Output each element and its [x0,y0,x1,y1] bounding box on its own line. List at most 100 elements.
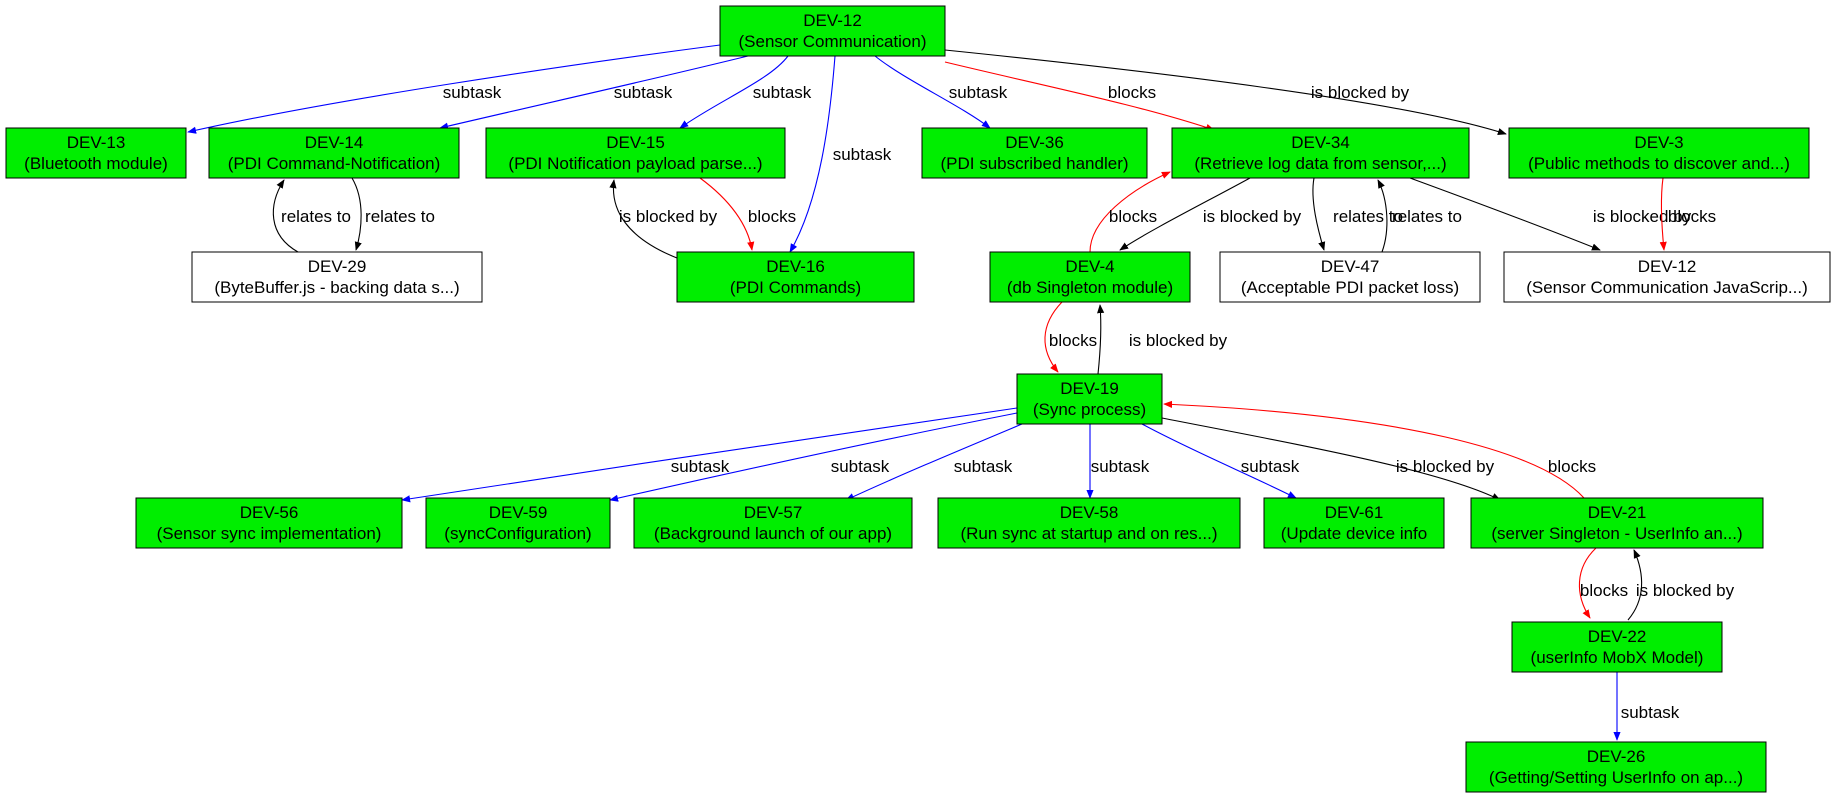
issue-node-dev-13[interactable]: DEV-13(Bluetooth module) [5,127,187,179]
issue-title: (Bluetooth module) [24,154,168,173]
issue-node-dev-22[interactable]: DEV-22 (userInfo MobX Model) [1511,621,1723,673]
edge-label: subtask [1621,703,1680,722]
issue-key: DEV-22 [1588,627,1647,646]
issue-node-box[interactable] [719,5,946,57]
issue-node-dev-21[interactable]: DEV-21(server Singleton - UserInfo an...… [1470,497,1764,549]
issue-node-box[interactable] [5,127,187,179]
edge-is-blocked-by-n19-n21: is blocked by [1161,417,1501,501]
edge-relates-to-n29-n14: relates to [272,179,351,253]
edge-label: relates to [365,207,435,226]
issue-node-dev-12[interactable]: DEV-12(Sensor Communication) [719,5,946,57]
issue-node-box[interactable] [1016,373,1163,425]
issue-node-dev-59[interactable]: DEV-59(syncConfiguration) [425,497,611,549]
nodes-layer: DEV-12(Sensor Communication) DEV-13(Bluet… [5,5,1831,793]
issue-node-box[interactable] [1465,741,1767,793]
edge-label: is blocked by [1129,331,1228,350]
issue-key: DEV-29 [308,257,367,276]
issue-node-dev-61[interactable]: DEV-61(Update device info [1263,497,1445,549]
issue-title: (Getting/Setting UserInfo on ap...) [1489,768,1743,787]
issue-key: DEV-16 [766,257,825,276]
edge-label: subtask [954,457,1013,476]
issue-node-dev-36[interactable]: DEV-36(PDI subscribed handler) [921,127,1148,179]
issue-node-dev-12-js[interactable]: DEV-12 (Sensor Communication JavaScrip...… [1503,251,1831,303]
issue-node-dev-58[interactable]: DEV-58(Run sync at startup and on res...… [937,497,1241,549]
issue-node-dev-19[interactable]: DEV-19(Sync process) [1016,373,1163,425]
edge-line [351,177,362,251]
issue-node-box[interactable] [1171,127,1470,179]
edge-label: relates to [1392,207,1462,226]
edge-subtask-n12-n15: subtask [679,55,812,129]
issue-node-dev-56[interactable]: DEV-56(Sensor sync implementation) [135,497,403,549]
issue-node-dev-26[interactable]: DEV-26(Getting/Setting UserInfo on ap...… [1465,741,1767,793]
issue-node-dev-3[interactable]: DEV-3(Public methods to discover and...) [1508,127,1810,179]
issue-key: DEV-34 [1291,133,1350,152]
edge-label: relates to [1333,207,1403,226]
issue-node-dev-15[interactable]: DEV-15(PDI Notification payload parse...… [485,127,786,179]
edge-blocks-n4-n34: blocks [1089,171,1171,253]
edge-line [401,407,1018,503]
issue-key: DEV-36 [1005,133,1064,152]
issue-node-box[interactable] [1219,251,1481,303]
issue-node-box[interactable] [135,497,403,549]
issue-node-box[interactable] [1508,127,1810,179]
issue-key: DEV-12 [803,11,862,30]
edge-blocks-n21-n19: blocks [1163,400,1596,499]
issue-key: DEV-21 [1588,503,1647,522]
issue-node-box[interactable] [676,251,915,303]
issue-key: DEV-47 [1321,257,1380,276]
issue-node-box[interactable] [1470,497,1764,549]
edge-label: subtask [671,457,730,476]
edge-line [1627,549,1643,621]
issue-node-box[interactable] [425,497,611,549]
issue-node-dev-14[interactable]: DEV-14(PDI Command-Notification) [208,127,460,179]
issue-node-dev-16[interactable]: DEV-16(PDI Commands) [676,251,915,303]
issue-node-dev-29[interactable]: DEV-29(ByteBuffer.js - backing data s...… [191,251,483,303]
issue-title: (userInfo MobX Model) [1531,648,1704,667]
issue-node-dev-57[interactable]: DEV-57(Background launch of our app) [633,497,913,549]
edge-label: subtask [833,145,892,164]
edge-line [1141,423,1297,499]
issue-node-box[interactable] [1511,621,1723,673]
edge-label: blocks [1108,83,1156,102]
issue-title: (Sensor sync implementation) [157,524,382,543]
issue-node-dev-47[interactable]: DEV-47(Acceptable PDI packet loss) [1219,251,1481,303]
edge-line [1409,177,1601,251]
issue-key: DEV-4 [1065,257,1114,276]
issue-title: (Sensor Communication JavaScrip...) [1526,278,1808,297]
issue-title: (Run sync at startup and on res...) [960,524,1217,543]
issue-node-box[interactable] [208,127,460,179]
issue-node-dev-34[interactable]: DEV-34(Retrieve log data from sensor,...… [1171,127,1470,179]
issue-node-box[interactable] [1263,497,1445,549]
issue-key: DEV-57 [744,503,803,522]
issue-node-box[interactable] [1503,251,1831,303]
edge-is-blocked-by-n19-n4: is blocked by [1097,304,1228,375]
issue-title: (PDI Command-Notification) [228,154,441,173]
edge-label: blocks [748,207,796,226]
edge-line [699,177,755,251]
edge-line [1044,301,1063,373]
issue-key: DEV-12 [1638,257,1697,276]
edge-label: subtask [949,83,1008,102]
edge-line [609,179,678,259]
issue-node-box[interactable] [937,497,1241,549]
edge-label: subtask [1241,457,1300,476]
issue-node-dev-4[interactable]: DEV-4(db Singleton module) [989,251,1191,303]
issue-node-box[interactable] [989,251,1191,303]
edge-subtask-n19-n57: subtask [845,423,1023,501]
issue-node-box[interactable] [191,251,483,303]
issue-node-box[interactable] [921,127,1148,179]
issue-node-box[interactable] [485,127,786,179]
edge-label: is blocked by [1396,457,1495,476]
issue-node-box[interactable] [633,497,913,549]
edge-label: is blocked by [619,207,718,226]
edge-relates-to-n34-n47: relates to [1312,177,1403,251]
edge-line [1659,177,1667,251]
edge-line [1161,417,1501,501]
edge-line [874,55,991,129]
edge-label: is blocked by [1636,581,1735,600]
edge-relates-to-n47-n34: relates to [1377,179,1462,253]
edge-blocks-n12-n34: blocks [944,61,1215,131]
edge-label: blocks [1548,457,1596,476]
edge-is-blocked-by-n34-n4: is blocked by [1119,177,1302,251]
